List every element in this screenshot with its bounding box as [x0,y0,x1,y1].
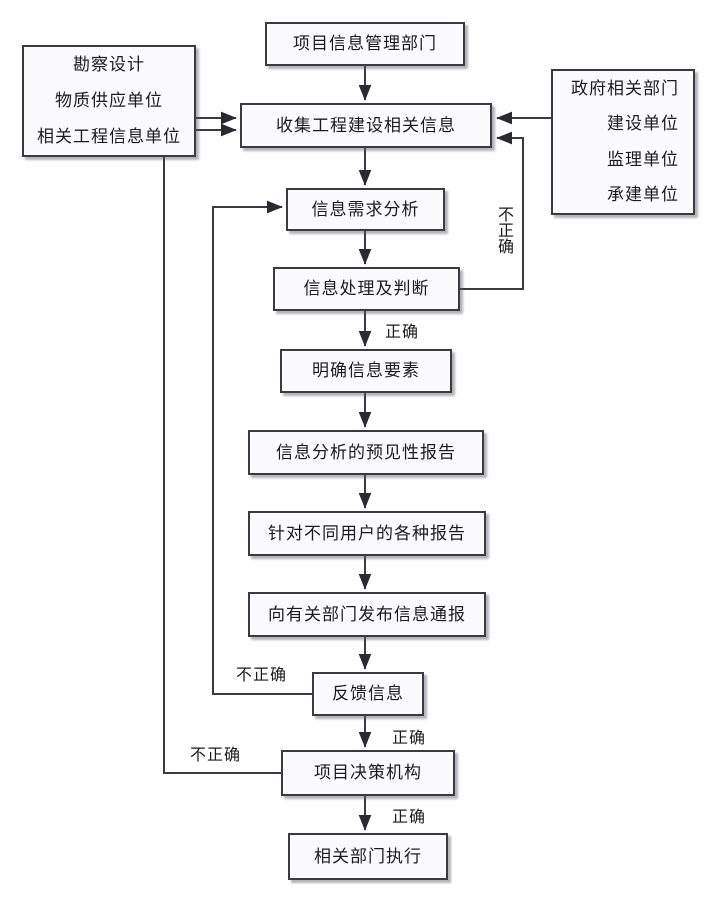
node-process-judge-line-0: 信息处理及判断 [303,279,430,299]
node-clarify-elements-line-0: 明确信息要素 [312,361,420,381]
node-top-dept[interactable]: 项目信息管理部门 [265,22,465,66]
node-left-sources[interactable]: 勘察设计 物质供应单位 相关工程信息单位 [22,45,196,157]
edge-label-correct-decision: 正确 [392,809,427,826]
node-publish-bulletin[interactable]: 向有关部门发布信息通报 [248,592,486,637]
node-left-sources-line-2: 相关工程信息单位 [37,127,181,147]
node-dept-execute[interactable]: 相关部门执行 [288,833,448,880]
node-demand-analysis-line-0: 信息需求分析 [311,199,420,219]
node-right-sources-line-3: 承建单位 [607,185,679,205]
edge-process-incorrect-to-collect [460,131,524,290]
node-feedback[interactable]: 反馈信息 [312,672,424,716]
node-user-reports-line-0: 针对不同用户的各种报告 [268,523,466,543]
edge-label-correct-process: 正确 [385,324,420,341]
node-left-sources-line-0: 勘察设计 [73,55,145,75]
node-clarify-elements[interactable]: 明确信息要素 [280,349,452,393]
edge-label-incorrect-decision: 不正确 [190,747,242,764]
edge-label-correct-feedback: 正确 [392,730,427,747]
node-dept-execute-line-0: 相关部门执行 [314,846,422,866]
node-left-sources-line-1: 物质供应单位 [55,91,163,111]
edge-label-incorrect-feedback: 不正确 [236,667,288,684]
node-right-sources-line-0: 政府相关部门 [571,78,679,98]
node-process-judge[interactable]: 信息处理及判断 [273,267,460,311]
node-top-dept-line-0: 项目信息管理部门 [293,34,437,54]
node-right-sources-line-2: 监理单位 [607,149,679,169]
node-foresight-report[interactable]: 信息分析的预见性报告 [248,430,484,475]
node-decision-org-line-0: 项目决策机构 [314,763,422,783]
node-collect[interactable]: 收集工程建设相关信息 [240,103,492,148]
node-foresight-report-line-0: 信息分析的预见性报告 [276,442,456,462]
edge-label-incorrect-right: 不正确 [495,206,512,254]
node-decision-org[interactable]: 项目决策机构 [281,750,455,796]
node-feedback-line-0: 反馈信息 [332,684,404,704]
node-user-reports[interactable]: 针对不同用户的各种报告 [248,511,486,556]
node-demand-analysis[interactable]: 信息需求分析 [286,188,445,231]
node-right-sources[interactable]: 政府相关部门 建设单位 监理单位 承建单位 [551,69,695,215]
node-collect-line-0: 收集工程建设相关信息 [276,115,456,135]
node-right-sources-line-1: 建设单位 [607,114,679,134]
node-publish-bulletin-line-0: 向有关部门发布信息通报 [268,604,466,624]
